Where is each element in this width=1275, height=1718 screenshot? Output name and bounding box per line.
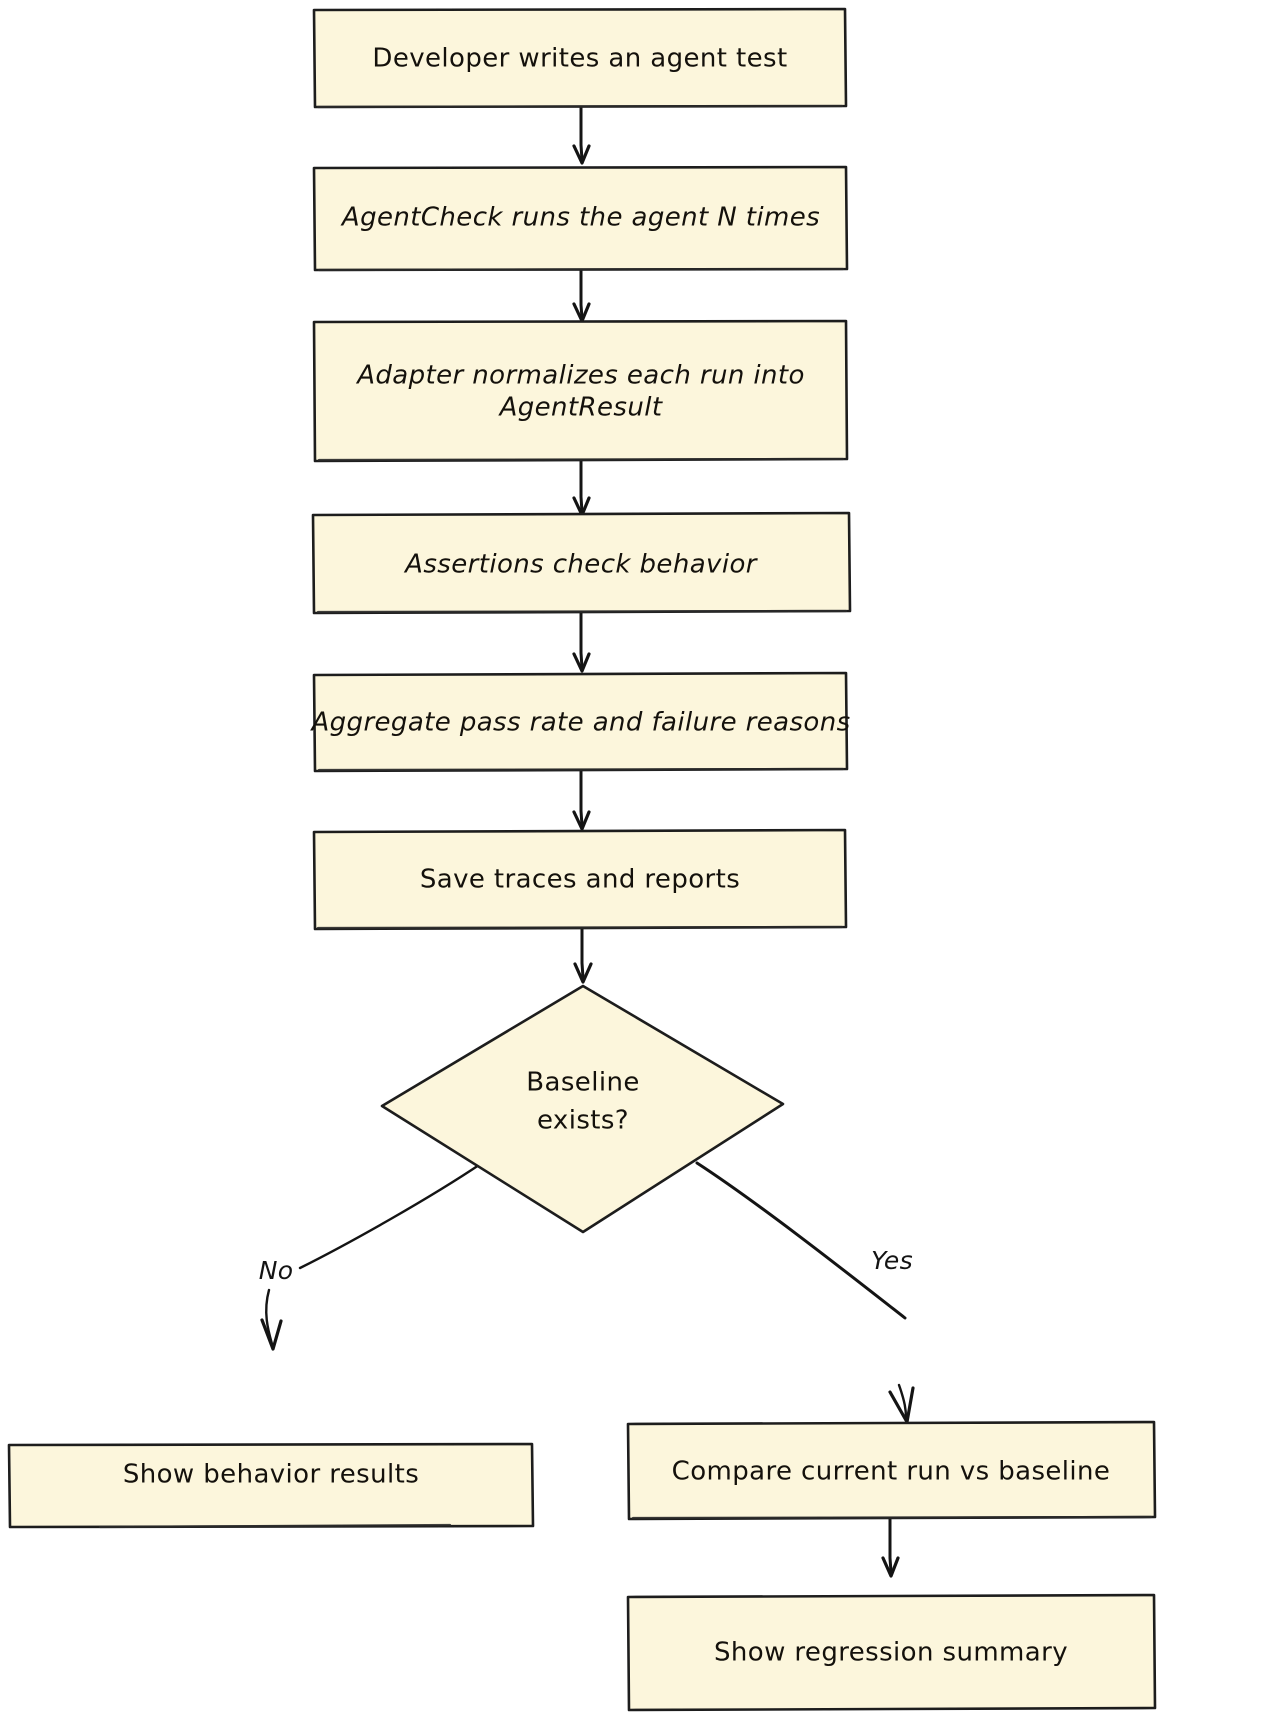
node-label: AgentCheck runs the agent N times xyxy=(340,203,820,233)
edge-n1-n2 xyxy=(572,106,591,165)
node-show-behavior-results[interactable]: Show behavior results xyxy=(7,1442,535,1529)
edge-label-no: No xyxy=(259,1256,294,1285)
node-show-regression-summary[interactable]: Show regression summary xyxy=(626,1593,1157,1712)
node-label-line-2: AgentResult xyxy=(498,393,663,423)
node-aggregate-pass-rate-and-failure-reasons[interactable]: Aggregate pass rate and failure reasons xyxy=(309,671,850,773)
node-label-line-2: exists? xyxy=(537,1106,629,1136)
node-label: Aggregate pass rate and failure reasons xyxy=(309,708,850,738)
edge-n6-n7 xyxy=(573,927,593,984)
node-label: Developer writes an agent test xyxy=(372,44,787,74)
edge-labels-layer: No Yes xyxy=(259,1246,913,1285)
node-label-line-1: Baseline xyxy=(526,1068,639,1098)
node-label: Assertions check behavior xyxy=(403,550,759,580)
node-assertions-check-behavior[interactable]: Assertions check behavior xyxy=(311,511,852,615)
node-label: Compare current run vs baseline xyxy=(672,1457,1111,1487)
node-label: Show regression summary xyxy=(714,1638,1068,1668)
edge-n3-n4 xyxy=(572,458,591,517)
edge-n7-n8-no xyxy=(260,1161,484,1351)
node-save-traces-and-reports[interactable]: Save traces and reports xyxy=(312,828,848,931)
edge-label-yes: Yes xyxy=(871,1246,913,1275)
edge-n7-n9-yes xyxy=(695,1161,915,1424)
edge-n9-n10 xyxy=(881,1516,900,1578)
node-label: Save traces and reports xyxy=(420,865,740,895)
node-label: Show behavior results xyxy=(123,1460,419,1490)
edge-n2-n3 xyxy=(572,268,591,323)
node-compare-current-run-vs-baseline[interactable]: Compare current run vs baseline xyxy=(626,1420,1157,1521)
node-adapter-normalizes-each-run-into-agentresult[interactable]: Adapter normalizes each run into AgentRe… xyxy=(312,319,849,463)
node-agentcheck-runs-the-agent-n-times[interactable]: AgentCheck runs the agent N times xyxy=(312,165,849,272)
node-baseline-exists-decision[interactable]: Baseline exists? xyxy=(380,984,785,1234)
edge-n4-n5 xyxy=(572,611,591,673)
edge-n5-n6 xyxy=(572,769,591,831)
node-developer-writes-an-agent-test[interactable]: Developer writes an agent test xyxy=(312,7,848,109)
node-label-line-1: Adapter normalizes each run into xyxy=(355,361,805,391)
